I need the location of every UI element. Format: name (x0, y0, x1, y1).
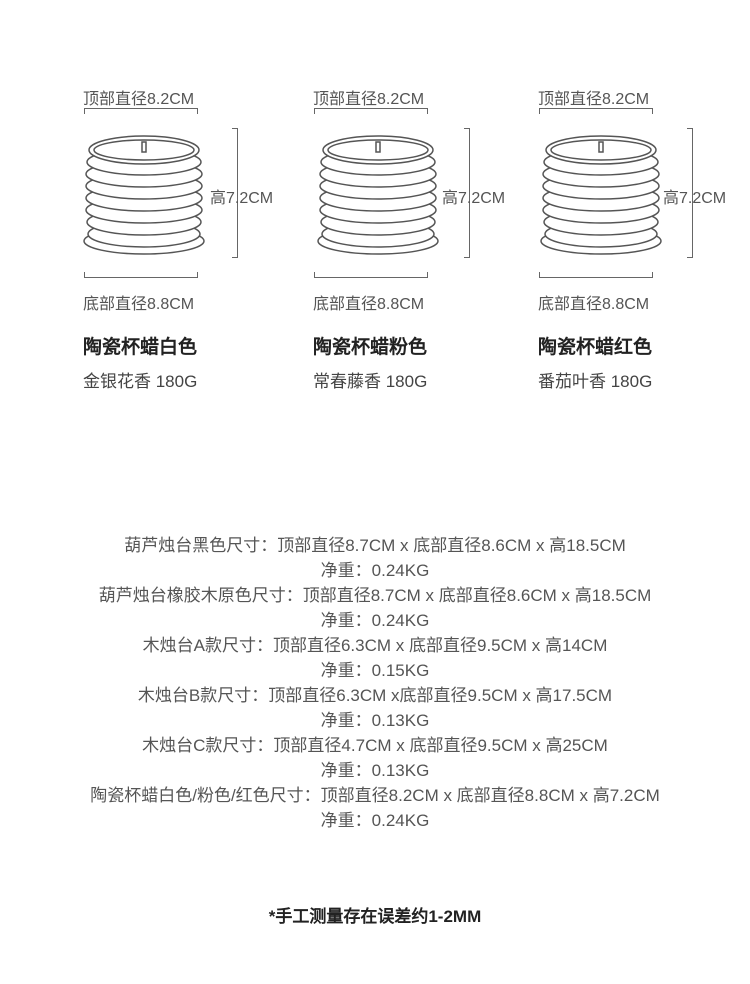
height-label: 高7.2CM (210, 190, 274, 207)
product-white: 顶部直径8.2CM 高7.2CM 底部直径8.8CM 陶瓷杯蜡白色 金银花香 1… (0, 0, 273, 400)
spec-weight: 净重：0.13KG (320, 761, 430, 780)
top-diameter-bracket (539, 108, 653, 114)
height-label: 高7.2CM (442, 190, 506, 207)
spec-line: 木烛台A款尺寸：顶部直径6.3CM x 底部直径9.5CM x 高14CM (142, 636, 608, 655)
product-name: 陶瓷杯蜡白色 (83, 337, 198, 358)
spec-list: 葫芦烛台黑色尺寸：顶部直径8.7CM x 底部直径8.6CM x 高18.5CM… (0, 533, 750, 833)
product-pink: 顶部直径8.2CM 高7.2CM 底部直径8.8CM 陶瓷杯蜡粉色 常春藤香 1… (230, 0, 505, 400)
top-diameter-bracket (84, 108, 198, 114)
spec-weight: 净重：0.24KG (320, 561, 430, 580)
height-bracket (687, 128, 693, 258)
bottom-diameter-label: 底部直径8.8CM (538, 296, 650, 313)
top-diameter-bracket (314, 108, 428, 114)
measurement-note: *手工测量存在误差约1-2MM (268, 907, 482, 926)
spec-weight: 净重：0.13KG (320, 711, 430, 730)
product-red: 顶部直径8.2CM 高7.2CM 底部直径8.8CM 陶瓷杯蜡红色 番茄叶香 1… (455, 0, 726, 400)
top-diameter-label: 顶部直径8.2CM (313, 91, 425, 108)
bottom-diameter-bracket (314, 272, 428, 278)
bottom-diameter-bracket (84, 272, 198, 278)
bottom-diameter-bracket (539, 272, 653, 278)
spec-line: 木烛台B款尺寸：顶部直径6.3CM x底部直径9.5CM x 高17.5CM (137, 686, 613, 705)
height-bracket (464, 128, 470, 258)
product-name: 陶瓷杯蜡红色 (538, 337, 653, 358)
candle-illustration (317, 135, 439, 255)
spec-weight: 净重：0.24KG (320, 811, 430, 830)
product-scent: 常春藤香 180G (313, 372, 428, 391)
bottom-diameter-label: 底部直径8.8CM (313, 296, 425, 313)
spec-line: 木烛台C款尺寸：顶部直径4.7CM x 底部直径9.5CM x 高25CM (142, 736, 608, 755)
top-diameter-label: 顶部直径8.2CM (538, 91, 650, 108)
height-bracket (232, 128, 238, 258)
spec-weight: 净重：0.24KG (320, 611, 430, 630)
spec-line: 葫芦烛台橡胶木原色尺寸：顶部直径8.7CM x 底部直径8.6CM x 高18.… (98, 586, 652, 605)
product-name: 陶瓷杯蜡粉色 (313, 337, 428, 358)
product-scent: 金银花香 180G (83, 372, 198, 391)
height-label: 高7.2CM (663, 190, 727, 207)
top-diameter-label: 顶部直径8.2CM (83, 91, 195, 108)
spec-weight: 净重：0.15KG (320, 661, 430, 680)
bottom-diameter-label: 底部直径8.8CM (83, 296, 195, 313)
candle-illustration (540, 135, 662, 255)
candle-illustration (83, 135, 205, 255)
product-scent: 番茄叶香 180G (538, 372, 653, 391)
spec-line: 陶瓷杯蜡白色/粉色/红色尺寸：顶部直径8.2CM x 底部直径8.8CM x 高… (90, 786, 660, 805)
spec-line: 葫芦烛台黑色尺寸：顶部直径8.7CM x 底部直径8.6CM x 高18.5CM (124, 536, 626, 555)
